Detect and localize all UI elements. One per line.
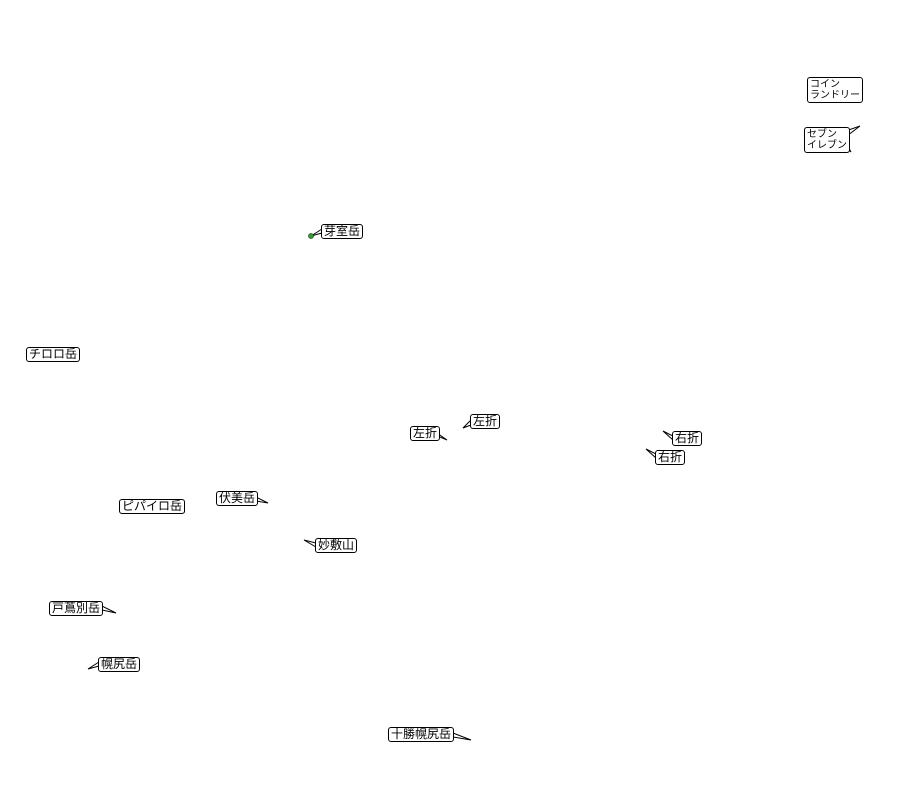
label-totsutabetsu-dake[interactable]: 戸蔦別岳: [49, 601, 104, 616]
peak-marker-icon[interactable]: [308, 233, 314, 239]
label-fushimi-dake[interactable]: 伏美岳: [216, 491, 259, 506]
label-pipairo-dake[interactable]: ピパイロ岳: [119, 499, 186, 514]
label-horoshiri-dake[interactable]: 幌尻岳: [98, 657, 141, 672]
label-turn-right-1[interactable]: 右折: [672, 431, 703, 446]
label-memuro-dake[interactable]: 芽室岳: [321, 224, 364, 239]
label-turn-right-2[interactable]: 右折: [655, 450, 686, 465]
label-coin-laundry[interactable]: コイン ランドリー: [807, 77, 863, 103]
label-myoshiki-yama[interactable]: 妙敷山: [315, 538, 358, 553]
label-turn-left-1[interactable]: 左折: [410, 426, 441, 441]
callout-pointer: [101, 605, 117, 614]
label-turn-left-2[interactable]: 左折: [470, 414, 501, 429]
label-seven-eleven[interactable]: セブン イレブン: [804, 127, 850, 153]
label-tokachi-horoshiri-dake[interactable]: 十勝幌尻岳: [388, 727, 455, 742]
label-chiroro-dake[interactable]: チロロ岳: [26, 347, 81, 362]
callout-pointer: [452, 732, 472, 741]
